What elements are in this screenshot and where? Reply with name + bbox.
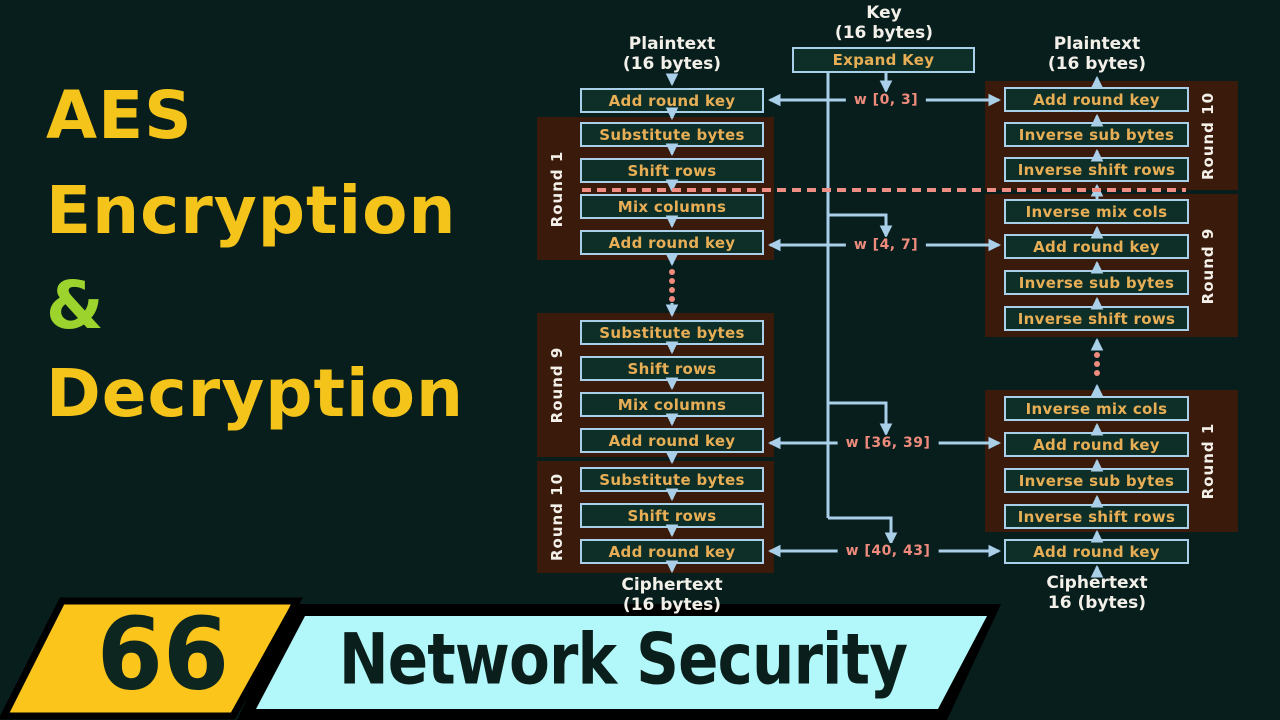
expand-key-box: Expand Key: [792, 47, 975, 73]
enc-r1-shift-rows-box: Shift rows: [580, 158, 764, 183]
dec-plaintext-label: Plaintext (16 bytes): [997, 34, 1197, 74]
dec-r10-inverse-sub-bytes-box: Inverse sub bytes: [1004, 122, 1189, 147]
enc-plaintext-line2: (16 bytes): [622, 54, 722, 74]
dec-rounds-ellipsis-dots: [1094, 352, 1100, 376]
enc-r9-add-round-key-box: Add round key: [580, 428, 764, 453]
enc-ciphertext-line2: (16 bytes): [622, 595, 722, 615]
title-encryption: Encryption: [46, 172, 457, 249]
dec-r9-inverse-shift-rows-box: Inverse shift rows: [1004, 306, 1189, 331]
dec-r9-inverse-sub-bytes-box: Inverse sub bytes: [1004, 270, 1189, 295]
dec-r1-inverse-shift-rows-box: Inverse shift rows: [1004, 504, 1189, 529]
enc-r10-shift-rows-box: Shift rows: [580, 503, 764, 528]
episode-number: 66: [96, 595, 230, 713]
enc-r9-mix-columns-box: Mix columns: [580, 392, 764, 417]
enc-ciphertext-line1: Ciphertext: [621, 575, 723, 595]
key-schedule-lines: [767, 73, 1002, 558]
dec-r1-inverse-sub-bytes-box: Inverse sub bytes: [1004, 468, 1189, 493]
key-label-line2: (16 bytes): [834, 23, 934, 43]
dec-plaintext-line2: (16 bytes): [1047, 54, 1147, 74]
enc-pre-add-round-key-box: Add round key: [580, 88, 764, 113]
enc-round9-label: Round 9: [548, 346, 566, 424]
key-label: Key (16 bytes): [784, 3, 984, 43]
dec-round1-label: Round 1: [1199, 422, 1217, 500]
w-0-3-label: w [0, 3]: [845, 92, 927, 108]
series-title: Network Security: [338, 618, 908, 701]
enc-ciphertext-label: Ciphertext (16 bytes): [572, 575, 772, 615]
enc-round1-label: Round 1: [548, 150, 566, 228]
enc-r1-add-round-key-box: Add round key: [580, 230, 764, 255]
w-4-7-label: w [4, 7]: [845, 237, 927, 253]
enc-round10-label: Round 10: [548, 472, 566, 562]
enc-r10-substitute-bytes-box: Substitute bytes: [580, 467, 764, 492]
dec-r1-add-round-key-box: Add round key: [1004, 432, 1189, 457]
key-label-line1: Key: [866, 3, 902, 23]
enc-r9-substitute-bytes-box: Substitute bytes: [580, 320, 764, 345]
enc-r10-add-round-key-box: Add round key: [580, 539, 764, 564]
dec-r1-inverse-mix-cols-box: Inverse mix cols: [1004, 396, 1189, 421]
dec-round9-label: Round 9: [1199, 227, 1217, 305]
w-40-43-label: w [40, 43]: [837, 543, 939, 559]
enc-rounds-ellipsis-dots: [669, 269, 675, 302]
w-36-39-label: w [36, 39]: [837, 435, 939, 451]
enc-plaintext-line1: Plaintext: [628, 34, 716, 54]
dec-r10-inverse-shift-rows-box: Inverse shift rows: [1004, 157, 1189, 182]
enc-r9-shift-rows-box: Shift rows: [580, 356, 764, 381]
dec-post-add-round-key-box: Add round key: [1004, 539, 1189, 564]
title-decryption: Decryption: [46, 355, 464, 432]
dec-ciphertext-line2: 16 (bytes): [1047, 593, 1147, 613]
enc-plaintext-label: Plaintext (16 bytes): [572, 34, 772, 74]
enc-r1-substitute-bytes-box: Substitute bytes: [580, 122, 764, 147]
dec-ciphertext-line1: Ciphertext: [1046, 573, 1148, 593]
dec-r10-add-round-key-box: Add round key: [1004, 87, 1189, 112]
enc-r1-mix-columns-box: Mix columns: [580, 194, 764, 219]
dec-ciphertext-label: Ciphertext 16 (bytes): [997, 573, 1197, 613]
dec-round10-label: Round 10: [1199, 91, 1217, 181]
title-ampersand: &: [46, 267, 105, 344]
title-aes: AES: [46, 77, 193, 154]
dec-r9-add-round-key-box: Add round key: [1004, 234, 1189, 259]
dec-r9-inverse-mix-cols-box: Inverse mix cols: [1004, 199, 1189, 224]
dec-plaintext-line1: Plaintext: [1053, 34, 1141, 54]
